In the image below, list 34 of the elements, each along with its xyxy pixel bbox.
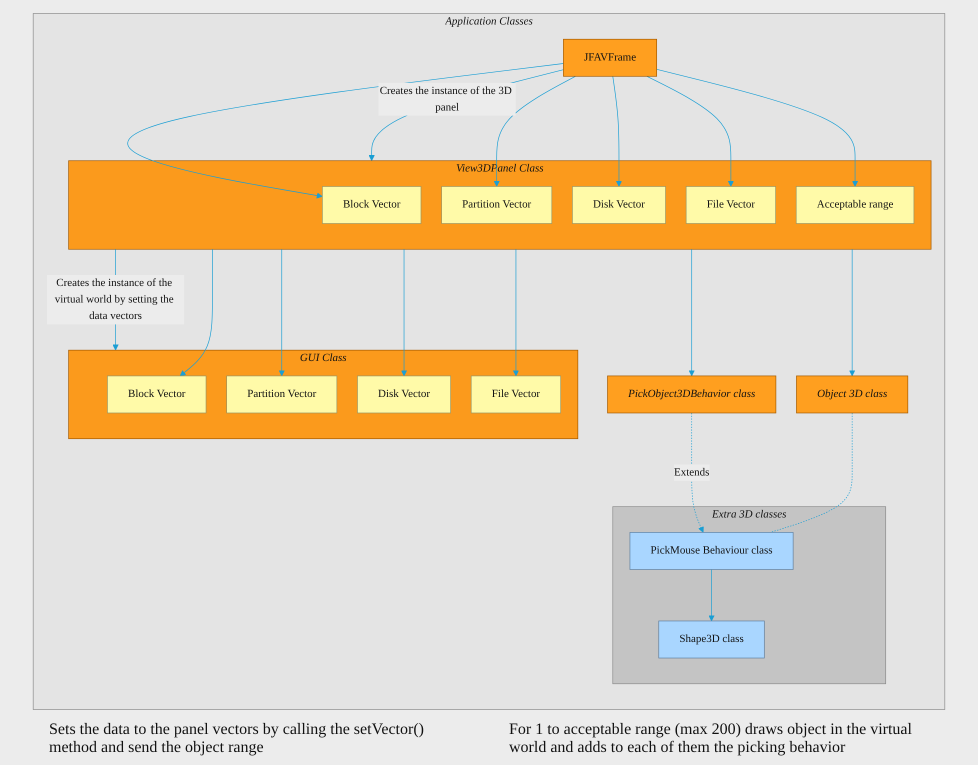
arrow <box>646 76 734 187</box>
arrow <box>368 69 564 161</box>
edge-label: Creates the instance of the virtual world by setting the data vectors <box>54 277 174 322</box>
arrow <box>127 63 564 199</box>
arrow <box>278 248 285 376</box>
node-box: JFAVFrame <box>563 38 658 77</box>
note: For 1 to acceptable range (max 200) draws object in the virtual world and adds to each of them the picking behavior <box>509 721 913 757</box>
node-box: Acceptable range <box>796 186 914 224</box>
arrow <box>494 76 576 187</box>
node-box: File Vector <box>686 186 776 224</box>
edge-label: Creates the instance of the 3D panel <box>380 84 512 114</box>
node-box: Object 3D class <box>796 376 908 414</box>
node-box: Block Vector <box>322 186 422 224</box>
arrow <box>612 76 622 187</box>
node-box: PickObject3DBehavior class <box>607 376 776 414</box>
arrow <box>512 248 519 376</box>
node-box: Partition Vector <box>226 376 338 414</box>
node-box: Disk Vector <box>357 376 451 414</box>
edge-label: Extends <box>674 466 710 478</box>
arrow <box>656 68 858 187</box>
node-box: Block Vector <box>107 376 206 414</box>
note: Sets the data to the panel vectors by calling the setVector() method and send the object range <box>49 721 425 757</box>
arrow <box>708 569 715 622</box>
connector <box>770 412 852 533</box>
node-box: Partition Vector <box>441 186 552 224</box>
node-box: PickMouse Behaviour class <box>630 532 794 570</box>
arrow <box>401 248 408 376</box>
arrow <box>180 248 213 376</box>
node-box: File Vector <box>470 376 562 414</box>
node-box: Shape3D class <box>658 620 765 658</box>
arrow <box>688 248 695 376</box>
node-box: Disk Vector <box>572 186 666 224</box>
arrow <box>691 412 704 533</box>
arrow <box>849 248 856 376</box>
